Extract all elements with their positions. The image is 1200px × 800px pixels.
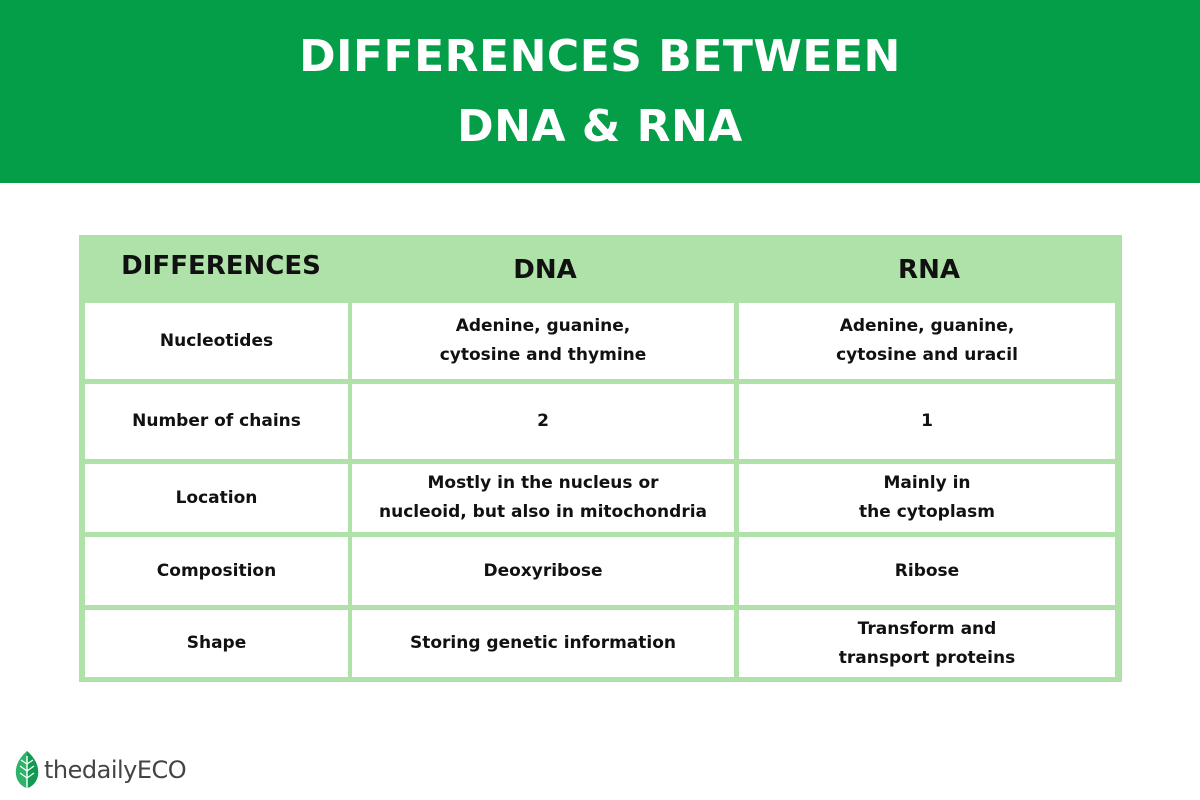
dna-cell: 2: [352, 384, 734, 459]
row-label-text: Number of chains: [132, 411, 301, 431]
rna-cell: Transform and transport proteins: [739, 610, 1115, 677]
dna-cell-line: Adenine, guanine,: [455, 316, 631, 336]
row-label-text: Location: [175, 487, 258, 508]
rna-cell: Ribose: [739, 537, 1115, 605]
table-row-nucleotides: Nucleotides Adenine, guanine, cytosine a…: [79, 303, 1122, 379]
rna-cell-line: cytosine and uracil: [836, 345, 1018, 365]
table-header-row: DIFFERENCES DNA RNA: [79, 235, 1122, 301]
dna-cell-line: Mostly in the nucleus or: [427, 473, 659, 493]
page-title-line-1: DIFFERENCES BETWEEN: [299, 30, 901, 82]
table-row-composition: Composition Deoxyribose Ribose: [79, 537, 1122, 605]
brand-name: thedailyECO: [44, 756, 187, 784]
dna-cell-line: nucleoid, but also in mitochondria: [378, 502, 708, 522]
row-label-text: Composition: [156, 560, 277, 581]
rna-cell: Mainly in the cytoplasm: [739, 464, 1115, 532]
row-label: Shape: [85, 610, 348, 677]
dna-cell: Storing genetic information: [352, 610, 734, 677]
brand-logo[interactable]: thedailyECO: [14, 749, 187, 791]
rna-cell: 1: [739, 384, 1115, 459]
rna-cell: Adenine, guanine, cytosine and uracil: [739, 303, 1115, 379]
leaf-icon: [14, 750, 40, 790]
row-label: Number of chains: [85, 384, 348, 459]
header-differences: DIFFERENCES: [121, 251, 321, 281]
row-label: Nucleotides: [85, 303, 348, 379]
row-label: Composition: [85, 537, 348, 605]
rna-cell-line: the cytoplasm: [859, 502, 995, 522]
row-label: Location: [85, 464, 348, 532]
rna-cell-line: Mainly in: [883, 473, 971, 493]
table-row-shape: Shape Storing genetic information Transf…: [79, 610, 1122, 677]
title-banner: DIFFERENCES BETWEEN DNA & RNA: [0, 0, 1200, 183]
row-label-text: Nucleotides: [159, 330, 274, 351]
rna-cell-line: transport proteins: [838, 647, 1016, 668]
comparison-table: DIFFERENCES DNA RNA Nucleotides Adenine,…: [79, 235, 1122, 682]
header-rna: RNA: [898, 255, 960, 285]
row-label-text: Shape: [186, 633, 247, 653]
dna-cell: Deoxyribose: [352, 537, 734, 605]
dna-cell: Adenine, guanine, cytosine and thymine: [352, 303, 734, 379]
dna-cell-line: cytosine and thymine: [439, 345, 647, 365]
rna-cell-line: Ribose: [894, 560, 960, 581]
dna-cell: Mostly in the nucleus or nucleoid, but a…: [352, 464, 734, 532]
header-dna: DNA: [513, 255, 577, 285]
rna-cell-line: 1: [921, 411, 933, 431]
page-title-line-2: DNA & RNA: [457, 100, 743, 152]
table-row-location: Location Mostly in the nucleus or nucleo…: [79, 464, 1122, 532]
rna-cell-line: Transform and: [857, 618, 997, 639]
dna-cell-line: Storing genetic information: [409, 633, 677, 653]
table-row-number-of-chains: Number of chains 2 1: [79, 384, 1122, 459]
rna-cell-line: Adenine, guanine,: [839, 316, 1015, 336]
dna-cell-line: 2: [537, 411, 549, 431]
dna-cell-line: Deoxyribose: [483, 560, 603, 581]
